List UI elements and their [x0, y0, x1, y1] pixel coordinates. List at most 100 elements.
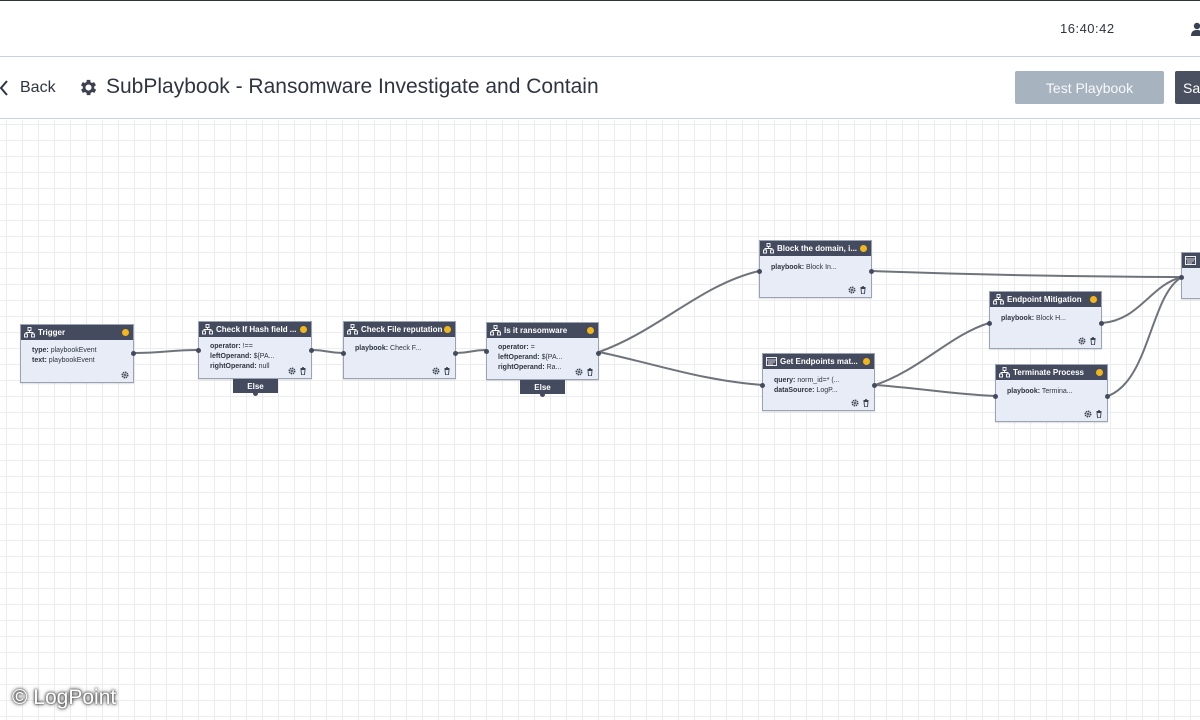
node-field: text: playbookEvent — [32, 357, 95, 364]
trash-icon[interactable] — [299, 367, 307, 375]
output-port[interactable] — [872, 383, 877, 388]
edge-get-endpoints-to-terminate-process — [874, 384, 996, 397]
node-title: Is it ransomware — [504, 326, 568, 335]
edge-trigger-to-check-hash — [133, 349, 199, 354]
node-header — [1182, 253, 1200, 268]
page-title: SubPlaybook - Ransomware Investigate and… — [106, 75, 599, 98]
trash-icon[interactable] — [586, 368, 594, 376]
playbook-icon — [999, 367, 1010, 378]
else-label: Else — [534, 382, 551, 392]
output-port[interactable] — [1099, 321, 1104, 326]
test-playbook-button[interactable]: Test Playbook — [1015, 71, 1164, 104]
node-header: Check File reputation — [344, 322, 455, 337]
node-header: Endpoint Mitigation — [990, 292, 1101, 307]
node-field: rightOperand: null — [210, 363, 270, 370]
input-port[interactable] — [1179, 275, 1184, 280]
node-field: operator: = — [498, 344, 535, 351]
gear-icon[interactable] — [288, 367, 296, 375]
node-field: dataSource: LogP... — [774, 387, 838, 394]
input-port[interactable] — [757, 269, 762, 274]
else-port[interactable] — [540, 392, 545, 397]
edge-block-domain-to-right — [871, 270, 1200, 278]
status-dot — [1096, 369, 1103, 376]
node-field: query: norm_id=* (... — [774, 377, 840, 384]
node-title: Endpoint Mitigation — [1007, 295, 1082, 304]
node-tools — [1084, 410, 1103, 418]
playbook-icon — [347, 324, 358, 335]
node-check-hash-field[interactable]: Check If Hash field ... operator: !== le… — [196, 321, 314, 379]
gear-icon[interactable] — [575, 368, 583, 376]
node-terminate-process[interactable]: Terminate Process playbook: Termina... — [993, 364, 1110, 422]
gear-icon[interactable] — [1084, 410, 1092, 418]
output-port[interactable] — [131, 351, 136, 356]
top-bar: 16:40:42 — [0, 0, 1200, 57]
edge-get-endpoints-to-endpoint-mitigation — [874, 322, 990, 386]
input-port[interactable] — [993, 394, 998, 399]
input-port[interactable] — [484, 349, 489, 354]
playbook-canvas[interactable]: Trigger type: playbookEvent text: playbo… — [0, 120, 1200, 720]
gear-icon[interactable] — [848, 286, 856, 294]
node-header: Terminate Process — [996, 365, 1107, 380]
node-fields: query: norm_id=* (... dataSource: LogP..… — [763, 369, 874, 396]
node-field: leftOperand: ${PA... — [498, 354, 563, 361]
title-group: SubPlaybook - Ransomware Investigate and… — [78, 73, 599, 101]
trash-icon[interactable] — [443, 367, 451, 375]
trash-icon[interactable] — [1089, 337, 1097, 345]
else-port[interactable] — [253, 391, 258, 396]
else-branch-tab[interactable]: Else — [233, 379, 278, 393]
node-is-it-ransomware[interactable]: Is it ransomware operator: = leftOperand… — [484, 322, 601, 380]
node-trigger[interactable]: Trigger type: playbookEvent text: playbo… — [20, 324, 136, 383]
node-tools — [851, 399, 870, 407]
back-label: Back — [20, 79, 56, 96]
node-tools — [848, 286, 867, 294]
status-dot — [587, 327, 594, 334]
node-field: type: playbookEvent — [32, 347, 97, 354]
edge-is-ransomware-to-block-domain — [598, 270, 760, 353]
else-branch-tab[interactable]: Else — [520, 380, 565, 394]
trash-icon[interactable] — [859, 286, 867, 294]
gear-icon[interactable] — [1078, 337, 1086, 345]
back-button[interactable]: Back — [0, 75, 56, 101]
input-port[interactable] — [196, 348, 201, 353]
input-port[interactable] — [987, 321, 992, 326]
trash-icon[interactable] — [1095, 410, 1103, 418]
edge-terminate-process-to-right — [1107, 276, 1183, 397]
output-port[interactable] — [309, 348, 314, 353]
connection-layer — [133, 270, 1200, 397]
node-title: Get Endpoints mat... — [780, 357, 858, 366]
node-fields: operator: = leftOperand: ${PA... rightOp… — [487, 338, 598, 373]
gear-icon[interactable] — [851, 399, 859, 407]
input-port[interactable] — [341, 351, 346, 356]
input-port[interactable] — [760, 383, 765, 388]
output-port[interactable] — [1105, 394, 1110, 399]
node-field: playbook: Block H... — [1001, 315, 1066, 322]
trash-icon[interactable] — [862, 399, 870, 407]
edge-check-file-to-is-ransomware — [455, 349, 487, 354]
playbook-header: Back SubPlaybook - Ransomware Investigat… — [0, 57, 1200, 119]
node-offscreen-right[interactable] — [1179, 252, 1200, 299]
status-dot — [1090, 296, 1097, 303]
node-title: Check If Hash field ... — [216, 325, 297, 334]
save-button[interactable]: Save — [1175, 71, 1200, 104]
node-endpoint-mitigation[interactable]: Endpoint Mitigation playbook: Block H... — [987, 291, 1104, 349]
logpoint-watermark: © LogPoint — [12, 686, 117, 709]
node-check-file-reputation[interactable]: Check File reputation playbook: Check F.… — [341, 321, 458, 379]
node-header: Is it ransomware — [487, 323, 598, 338]
gear-icon[interactable] — [432, 367, 440, 375]
node-title: Block the domain, i... — [777, 244, 858, 253]
node-tools — [432, 367, 451, 375]
output-port[interactable] — [596, 351, 601, 356]
user-icon[interactable] — [1191, 22, 1200, 36]
node-block-domain[interactable]: Block the domain, i... playbook: Block I… — [757, 240, 874, 298]
node-fields: playbook: Termina... — [996, 380, 1107, 397]
node-get-endpoints[interactable]: Get Endpoints mat... query: norm_id=* (.… — [760, 353, 877, 411]
output-port[interactable] — [453, 351, 458, 356]
node-tools — [121, 371, 129, 379]
output-port[interactable] — [869, 269, 874, 274]
node-field: rightOperand: Ra... — [498, 364, 562, 371]
node-field: operator: !== — [210, 343, 253, 350]
gear-icon[interactable] — [121, 371, 129, 379]
decision-icon — [202, 324, 213, 335]
chevron-left-icon — [0, 80, 8, 96]
gear-icon — [80, 79, 97, 95]
